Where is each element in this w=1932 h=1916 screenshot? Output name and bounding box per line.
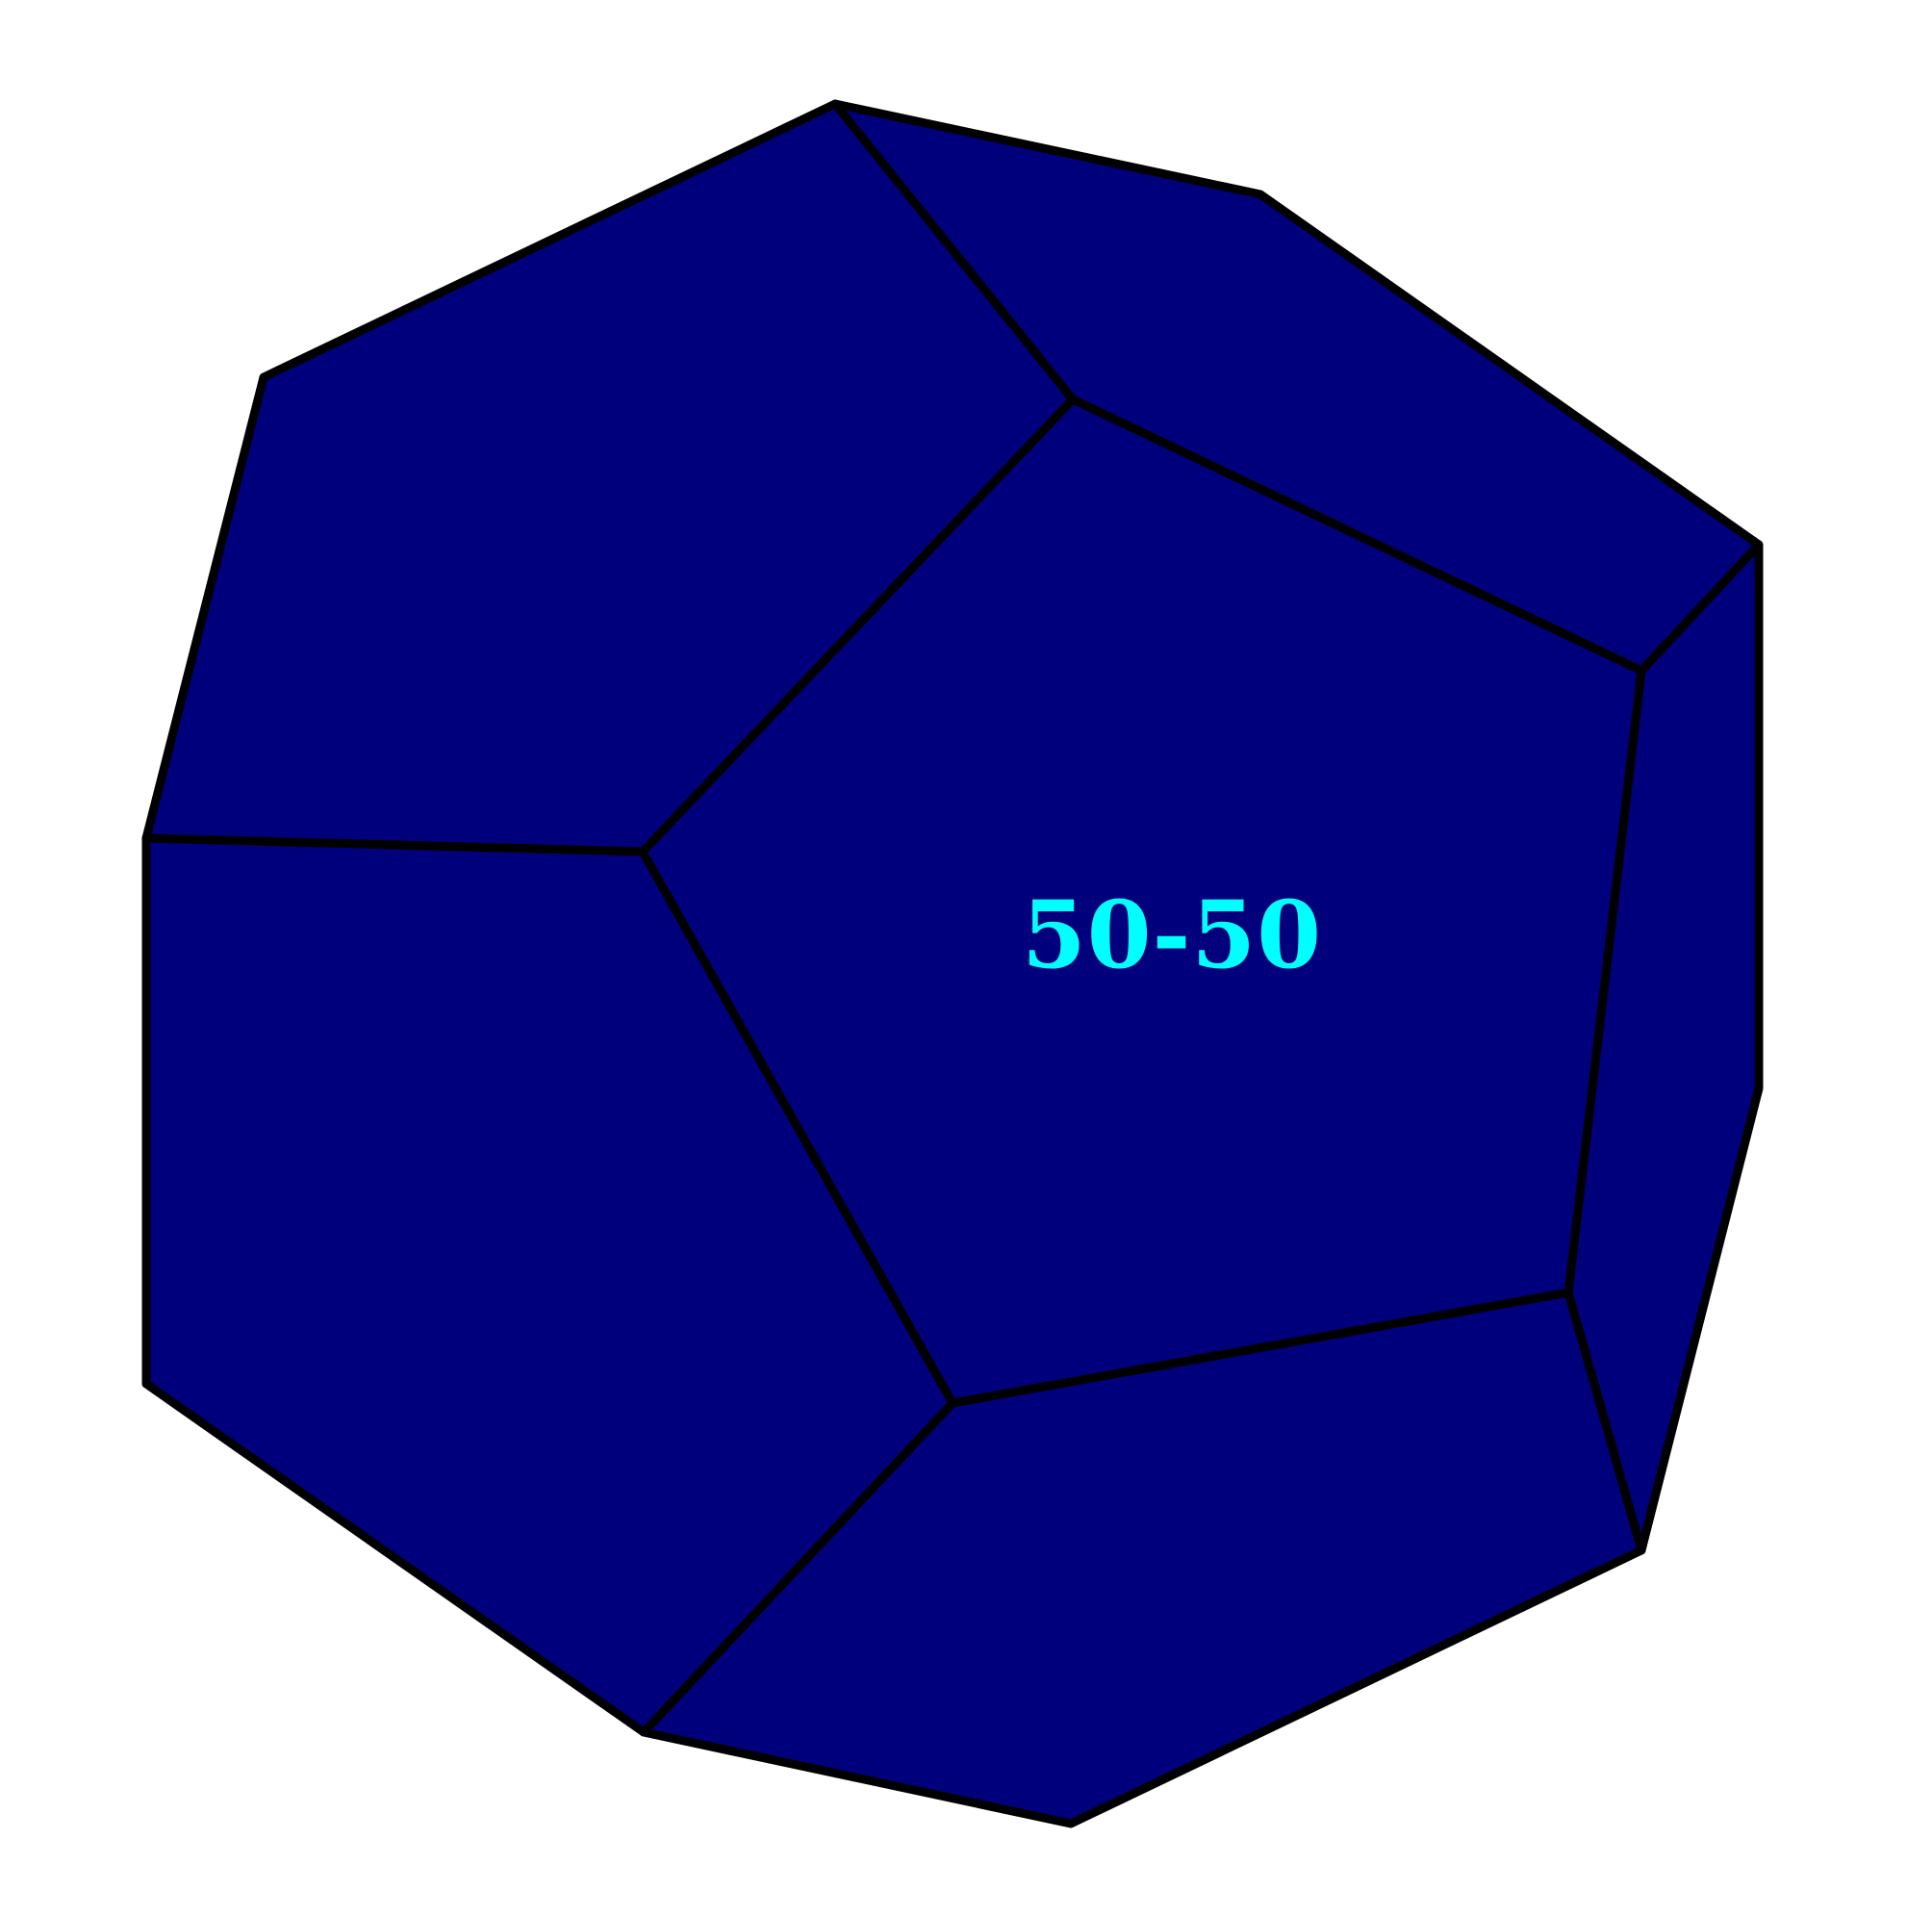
face-lower-left (141, 833, 957, 1737)
face-label: 50-50 (1022, 881, 1322, 989)
face-front (638, 395, 1646, 1408)
die-faces (141, 99, 1764, 1828)
